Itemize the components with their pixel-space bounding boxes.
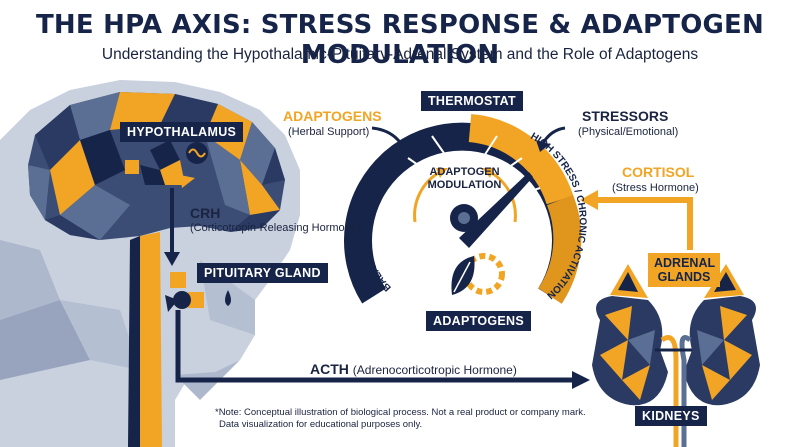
hypothalamus-icon — [125, 140, 208, 188]
crh-label: CRH — [190, 205, 221, 221]
adaptogens-title: ADAPTOGENS — [283, 108, 382, 124]
kidneys-label: KIDNEYS — [635, 406, 707, 426]
thermostat-gauge — [344, 114, 582, 304]
adaptogens-bottom-label: ADAPTOGENS — [426, 311, 531, 331]
acth-label: ACTH (Adrenocorticotropic Hormone) — [310, 361, 517, 377]
cortisol-arrow — [595, 197, 693, 250]
page-title: THE HPA AXIS: STRESS RESPONSE & ADAPTOGE… — [36, 10, 764, 70]
acth-path — [175, 310, 575, 383]
modulation-line-1: ADAPTOGEN — [429, 166, 500, 178]
stressors-title: STRESSORS — [582, 108, 669, 124]
adaptogens-description: (Herbal Support) — [288, 126, 370, 138]
acth-description: (Adrenocorticotropic Hormone) — [352, 363, 517, 377]
adaptogen-modulation-label: ADAPTOGEN MODULATION — [427, 166, 502, 192]
pituitary-label: PITUITARY GLAND — [197, 263, 328, 283]
adrenal-glands-label: ADRENAL GLANDS — [648, 253, 720, 287]
adrenal-line-1: ADRENAL — [654, 256, 716, 270]
footnote-line-2: Data visualization for educational purpo… — [219, 419, 423, 430]
footnote: *Note: Conceptual illustration of biolog… — [215, 407, 586, 431]
crh-description: (Corticotropin-Releasing Hormone) — [190, 222, 361, 234]
hypothalamus-label: HYPOTHALAMUS — [120, 122, 244, 142]
footnote-line-1: *Note: Conceptual illustration of biolog… — [215, 407, 586, 418]
kidneys-illustration — [592, 264, 760, 447]
pituitary-icon — [165, 272, 231, 312]
acth-arrowhead — [572, 371, 590, 389]
modulation-line-2: MODULATION — [427, 179, 502, 191]
crh-arrowhead — [164, 252, 180, 266]
cortisol-title: CORTISOL — [622, 164, 695, 180]
acth-title: ACTH — [310, 361, 349, 377]
cortisol-description: (Stress Hormone) — [612, 182, 699, 194]
stressors-description: (Physical/Emotional) — [578, 126, 679, 138]
thermostat-title: THERMOSTAT — [421, 91, 523, 111]
page-subtitle: Understanding the Hypothalamic-Pituitary… — [101, 46, 699, 63]
adrenal-line-2: GLANDS — [657, 270, 711, 284]
